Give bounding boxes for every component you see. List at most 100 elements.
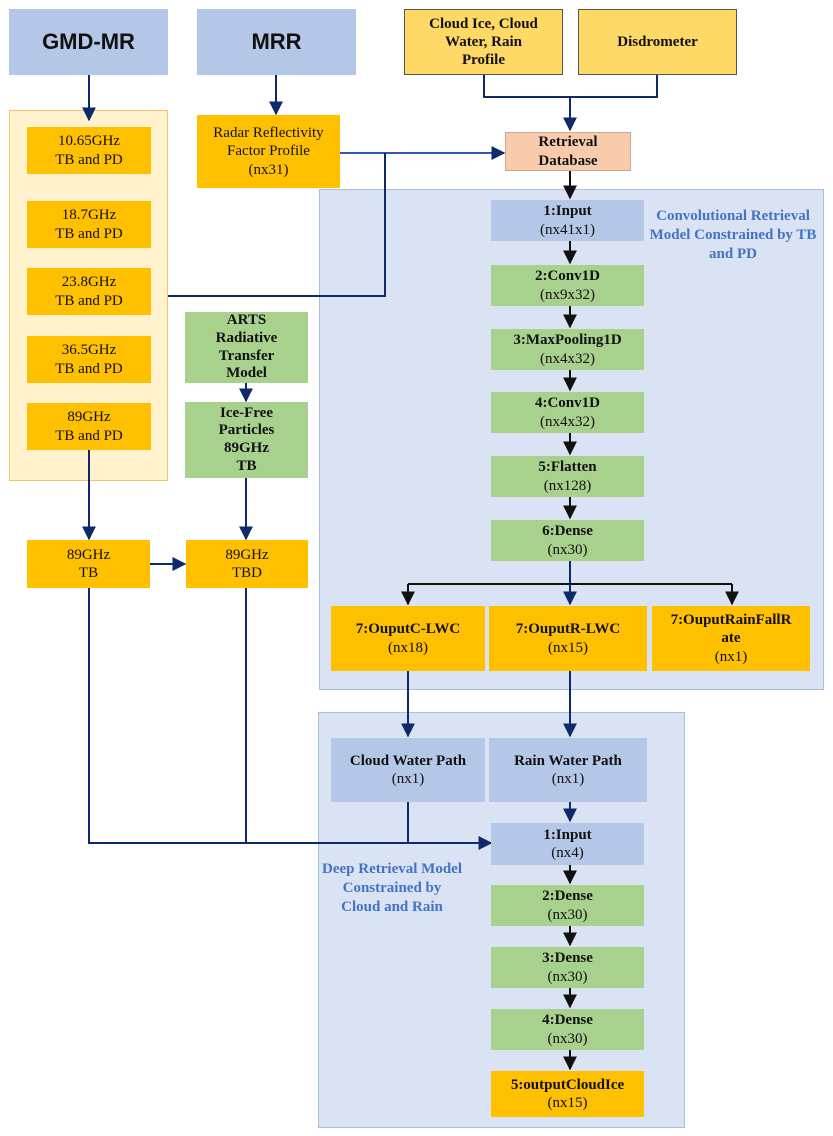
output-shape: (nx1): [714, 648, 748, 665]
radar-reflectivity-box: Radar Reflectivity Factor Profile (nx31): [197, 115, 340, 188]
ice-free-tb-box: Ice-Free Particles 89GHz TB: [185, 402, 308, 478]
gmd-mr-label: GMD-MR: [42, 28, 135, 54]
layer-shape: (nx4): [551, 845, 584, 861]
layer-shape: (nx4x32): [540, 350, 595, 367]
mrr-source: MRR: [197, 9, 356, 75]
gmd-mr-source: GMD-MR: [9, 9, 168, 75]
arts-line: Radiative: [215, 329, 278, 346]
layer-name: 5:Flatten: [538, 459, 597, 476]
layer-shape: (nx4x32): [540, 413, 595, 430]
channel-quantity: TB and PD: [55, 292, 123, 309]
channel-frequency: 18.7GHz: [61, 207, 117, 224]
deep-title-line: Cloud and Rain: [341, 899, 443, 916]
arts-line: ARTS: [226, 312, 267, 329]
cloud-water-path-label: Cloud Water Path: [349, 752, 467, 769]
tb-box: 89GHz TB: [27, 540, 150, 588]
deep-layer-dense-2: 3:Dense (nx30): [491, 947, 644, 988]
arts-line: Model: [226, 365, 267, 382]
channel-box: 23.8GHz TB and PD: [27, 268, 151, 315]
radar-reflectivity-shape: (nx31): [248, 161, 289, 178]
output-rainfall-rate: 7:OuputRainFallR ate (nx1): [652, 606, 810, 671]
layer-name: 1:Input: [543, 203, 592, 220]
cloud-water-path-shape: (nx1): [391, 771, 425, 787]
deep-layer-input: 1:Input (nx4): [491, 823, 644, 865]
connector: [88, 588, 493, 850]
channel-box: 18.7GHz TB and PD: [27, 201, 151, 248]
deep-title-line: Model: [421, 861, 462, 877]
tbd-frequency: 89GHz: [225, 546, 269, 563]
rain-water-path-shape: (nx1): [551, 771, 585, 787]
channel-quantity: TB and PD: [55, 151, 123, 168]
channel-frequency: 89GHz: [67, 409, 111, 426]
mrr-label: MRR: [251, 28, 302, 54]
retrieval-database-box: Retrieval Database: [505, 132, 631, 171]
conv-layer-conv1d: 2:Conv1D (nx9x32): [491, 265, 644, 306]
conv-layer-maxpooling: 3:MaxPooling1D (nx4x32): [491, 329, 644, 370]
deep-layer-dense: 2:Dense (nx30): [491, 885, 644, 926]
layer-name: 4:Dense: [542, 1012, 593, 1029]
layer-shape: (nx128): [543, 477, 592, 494]
layer-name: 1:Input: [543, 826, 592, 843]
channel-frequency: 23.8GHz: [61, 274, 117, 291]
layer-name: 4:Conv1D: [534, 395, 600, 412]
output-r-lwc: 7:OuputR-LWC (nx15): [489, 606, 647, 671]
ice-free-line: TB: [236, 457, 257, 474]
output-name: 7:OuputRainFallR: [670, 612, 792, 629]
layer-name: 2:Dense: [542, 888, 593, 905]
retrieval-database-line: Database: [538, 152, 598, 169]
conv-title-line: Retrieval Model: [649, 208, 810, 244]
conv-title-line: Convolutional: [656, 208, 747, 224]
conv-layer-input: 1:Input (nx41x1): [491, 200, 644, 241]
layer-shape: (nx15): [547, 1095, 588, 1111]
conv-layer-conv1d-2: 4:Conv1D (nx4x32): [491, 392, 644, 433]
deep-title-line: Deep Retrieval: [322, 861, 418, 877]
rain-water-path-label: Rain Water Path: [514, 752, 622, 769]
cloud-profile-source: Cloud Ice, Cloud Water, Rain Profile: [404, 9, 563, 75]
deep-output-cloud-ice: 5:outputCloudIce (nx15): [491, 1071, 644, 1117]
cloud-profile-line: Profile: [461, 52, 506, 69]
ice-free-line: Ice-Free: [219, 404, 273, 421]
output-name-continued: ate: [721, 630, 741, 647]
deep-title-line: Constrained by: [342, 880, 442, 897]
connector: [168, 153, 386, 297]
retrieval-database-line: Retrieval: [538, 134, 598, 151]
disdrometer-source: Disdrometer: [578, 9, 737, 75]
cloud-water-path-box: Cloud Water Path (nx1): [331, 738, 485, 802]
layer-shape: (nx9x32): [540, 286, 595, 303]
layer-name: 3:MaxPooling1D: [513, 332, 622, 349]
layer-name: 2:Conv1D: [534, 268, 600, 285]
tbd-quantity: TBD: [232, 565, 262, 581]
conv-title-line: and PD: [709, 246, 757, 263]
channel-frequency: 36.5GHz: [61, 342, 117, 359]
channel-frequency: 10.65GHz: [57, 133, 121, 150]
channel-quantity: TB and PD: [55, 427, 123, 444]
arts-line: Transfer: [218, 347, 275, 364]
tbd-box: 89GHz TBD: [186, 540, 308, 588]
channel-box: 10.65GHz TB and PD: [27, 127, 151, 174]
output-c-lwc: 7:OuputC-LWC (nx18): [331, 606, 485, 671]
rain-water-path-box: Rain Water Path (nx1): [489, 738, 647, 802]
arts-model-box: ARTS Radiative Transfer Model: [185, 312, 308, 383]
channel-quantity: TB and PD: [55, 225, 123, 242]
layer-shape: (nx30): [547, 906, 588, 923]
radar-reflectivity-line: Factor Profile: [227, 143, 310, 160]
disdrometer-label: Disdrometer: [617, 33, 698, 50]
ice-free-line: 89GHz: [224, 440, 269, 456]
cloud-profile-line: Water, Rain: [445, 33, 522, 50]
tb-frequency: 89GHz: [66, 546, 111, 563]
radar-reflectivity-line: Radar Reflectivity: [213, 125, 324, 142]
deep-layer-dense-3: 4:Dense (nx30): [491, 1009, 644, 1050]
output-name: 7:OuputR-LWC: [515, 621, 621, 638]
cloud-profile-line: Cloud Ice, Cloud: [429, 15, 538, 32]
conv-layer-flatten: 5:Flatten (nx128): [491, 456, 644, 497]
conv-layer-dense: 6:Dense (nx30): [491, 520, 644, 561]
conv-title-line: Constrained by TB: [694, 227, 817, 244]
layer-name: 6:Dense: [542, 523, 593, 540]
layer-shape: (nx41x1): [540, 221, 595, 238]
channel-box: 36.5GHz TB and PD: [27, 336, 151, 383]
layer-name: 3:Dense: [542, 950, 593, 967]
channel-quantity: TB and PD: [55, 360, 123, 377]
tb-quantity: TB: [78, 565, 99, 581]
